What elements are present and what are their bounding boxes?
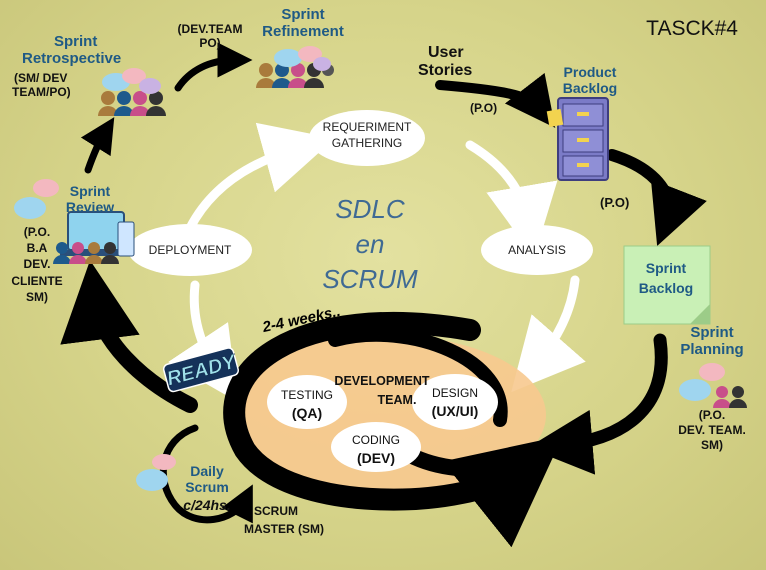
review-roles-4: CLIENTE [11, 273, 63, 288]
review-roles-2: B.A [26, 241, 48, 256]
design-name: DESIGN [431, 386, 478, 400]
planning-roles-1: (P.O. [698, 408, 726, 422]
analysis-oval [481, 225, 593, 275]
review-roles: (P.O. B.A DEV. CLIENTE SM) [2, 224, 72, 305]
scrum-master-1: SCRUM [254, 504, 298, 518]
refinement-roles: (DEV.TEAM PO) [170, 22, 250, 50]
planning-roles-3: SM) [701, 438, 723, 452]
design-oval [412, 374, 498, 430]
deployment-label: DEPLOYMENT [148, 243, 232, 257]
scrum-master-2: MASTER (SM) [244, 522, 324, 536]
requirement-oval [309, 110, 425, 166]
po-label-1: (P.O) [470, 101, 498, 115]
sprint-backlog-2: Backlog [638, 280, 694, 296]
scrum-master: SCRUM MASTER (SM) [244, 502, 324, 538]
retrospective-roles-1: (SM/ DEV [14, 71, 68, 85]
design-role: (UX/UI) [431, 402, 479, 419]
testing-oval [267, 375, 347, 429]
sprint-retrospective: Sprint Retrospective (SM/ DEV TEAM/PO) [12, 33, 152, 99]
team-title-line-1: DEVELOPMENT [334, 374, 430, 388]
requirement-label: REQUERIMENT GATHERING [312, 120, 422, 151]
product-backlog-cabinet-icon [546, 97, 609, 181]
retrospective-title-1: Sprint [54, 33, 98, 50]
arrow-retro-to-refinement [174, 42, 253, 92]
retrospective-roles-2: TEAM/PO) [12, 85, 71, 99]
sdlc-line-3: SCRUM [322, 264, 418, 294]
requirement-line-1: REQUERIMENT [322, 120, 412, 134]
analysis-label: ANALYSIS [508, 243, 566, 257]
sdlc-line-2: en [355, 229, 385, 259]
daily-scrum-people-icon [136, 454, 176, 491]
arrow-user-stories-to-backlog [435, 72, 556, 128]
people-icons [14, 46, 747, 491]
ready-badge: READY [162, 347, 240, 393]
coding-name: CODING [352, 433, 400, 447]
daily-scrum: Daily Scrum c/24hs. [172, 463, 242, 513]
product-backlog-1: Product [563, 64, 617, 80]
coding-oval [331, 422, 421, 472]
arrow-to-review [60, 260, 198, 413]
refinement-title-2: Refinement [262, 23, 344, 40]
sprint-backlog: Sprint Backlog [626, 260, 706, 296]
coding-label: CODING (DEV) [331, 433, 421, 467]
user-stories: User Stories [418, 44, 472, 79]
deployment-oval [128, 224, 252, 276]
design-label: DESIGN (UX/UI) [412, 386, 498, 420]
sprint-cycle-swirl [223, 311, 564, 548]
refinement-roles-2: PO) [199, 36, 221, 50]
refinement-title-1: Sprint [281, 6, 325, 23]
planning-title-1: Sprint [690, 324, 734, 341]
team-title-line-2: TEAM. [377, 392, 417, 407]
coding-role: (DEV) [356, 449, 396, 466]
review-title-1: Sprint [69, 183, 111, 199]
testing-label: TESTING (QA) [267, 388, 347, 422]
user-stories-2: Stories [418, 61, 473, 79]
planning-roles-2: DEV. TEAM. [678, 423, 746, 437]
refinement-roles-1: (DEV.TEAM [177, 22, 243, 36]
testing-name: TESTING [280, 388, 333, 402]
product-backlog-2: Backlog [562, 80, 618, 96]
planning-people-icon [679, 363, 747, 408]
sprint-backlog-note-icon [623, 245, 711, 325]
review-roles-3: DEV. [23, 257, 51, 272]
daily-title-1: Daily [190, 463, 224, 479]
sprint-review: Sprint Review [58, 183, 122, 215]
review-roles-5: SM) [26, 289, 48, 304]
tasck-label: TASCK#4 [646, 17, 738, 40]
sdlc-line-1: SDLC [335, 194, 405, 224]
daily-frequency: c/24hs. [183, 497, 231, 513]
product-backlog: Product Backlog [556, 64, 624, 96]
arrow-review-to-retrospective [80, 117, 115, 174]
retrospective-people-icon [98, 68, 166, 116]
review-roles-1: (P.O. [23, 225, 51, 239]
planning-roles: (P.O. DEV. TEAM. SM) [662, 408, 762, 453]
sdlc-cycle-arrows [168, 122, 586, 402]
retrospective-title-2: Retrospective [22, 50, 122, 67]
daily-title-2: Scrum [185, 479, 229, 495]
review-people-icon [14, 179, 119, 264]
sprint-planning: Sprint Planning [668, 324, 756, 358]
sdlc-center-title: SDLC en SCRUM [320, 194, 420, 295]
requirement-line-2: GATHERING [331, 135, 403, 150]
planning-title-2: Planning [680, 341, 744, 358]
testing-role: (QA) [291, 404, 323, 421]
refinement-people-icon [256, 46, 334, 88]
arrow-planning-to-development [527, 333, 668, 475]
arrow-backlog-to-sprint-backlog [606, 149, 707, 246]
sprint-backlog-1: Sprint [645, 260, 687, 276]
user-stories-1: User [428, 44, 464, 61]
review-title-2: Review [65, 199, 115, 215]
sprint-refinement: Sprint Refinement [250, 6, 356, 40]
daily-scrum-loop [159, 424, 253, 524]
po-label-2: (P.O) [600, 195, 630, 210]
development-team-title: DEVELOPMENT TEAM. [312, 372, 452, 410]
